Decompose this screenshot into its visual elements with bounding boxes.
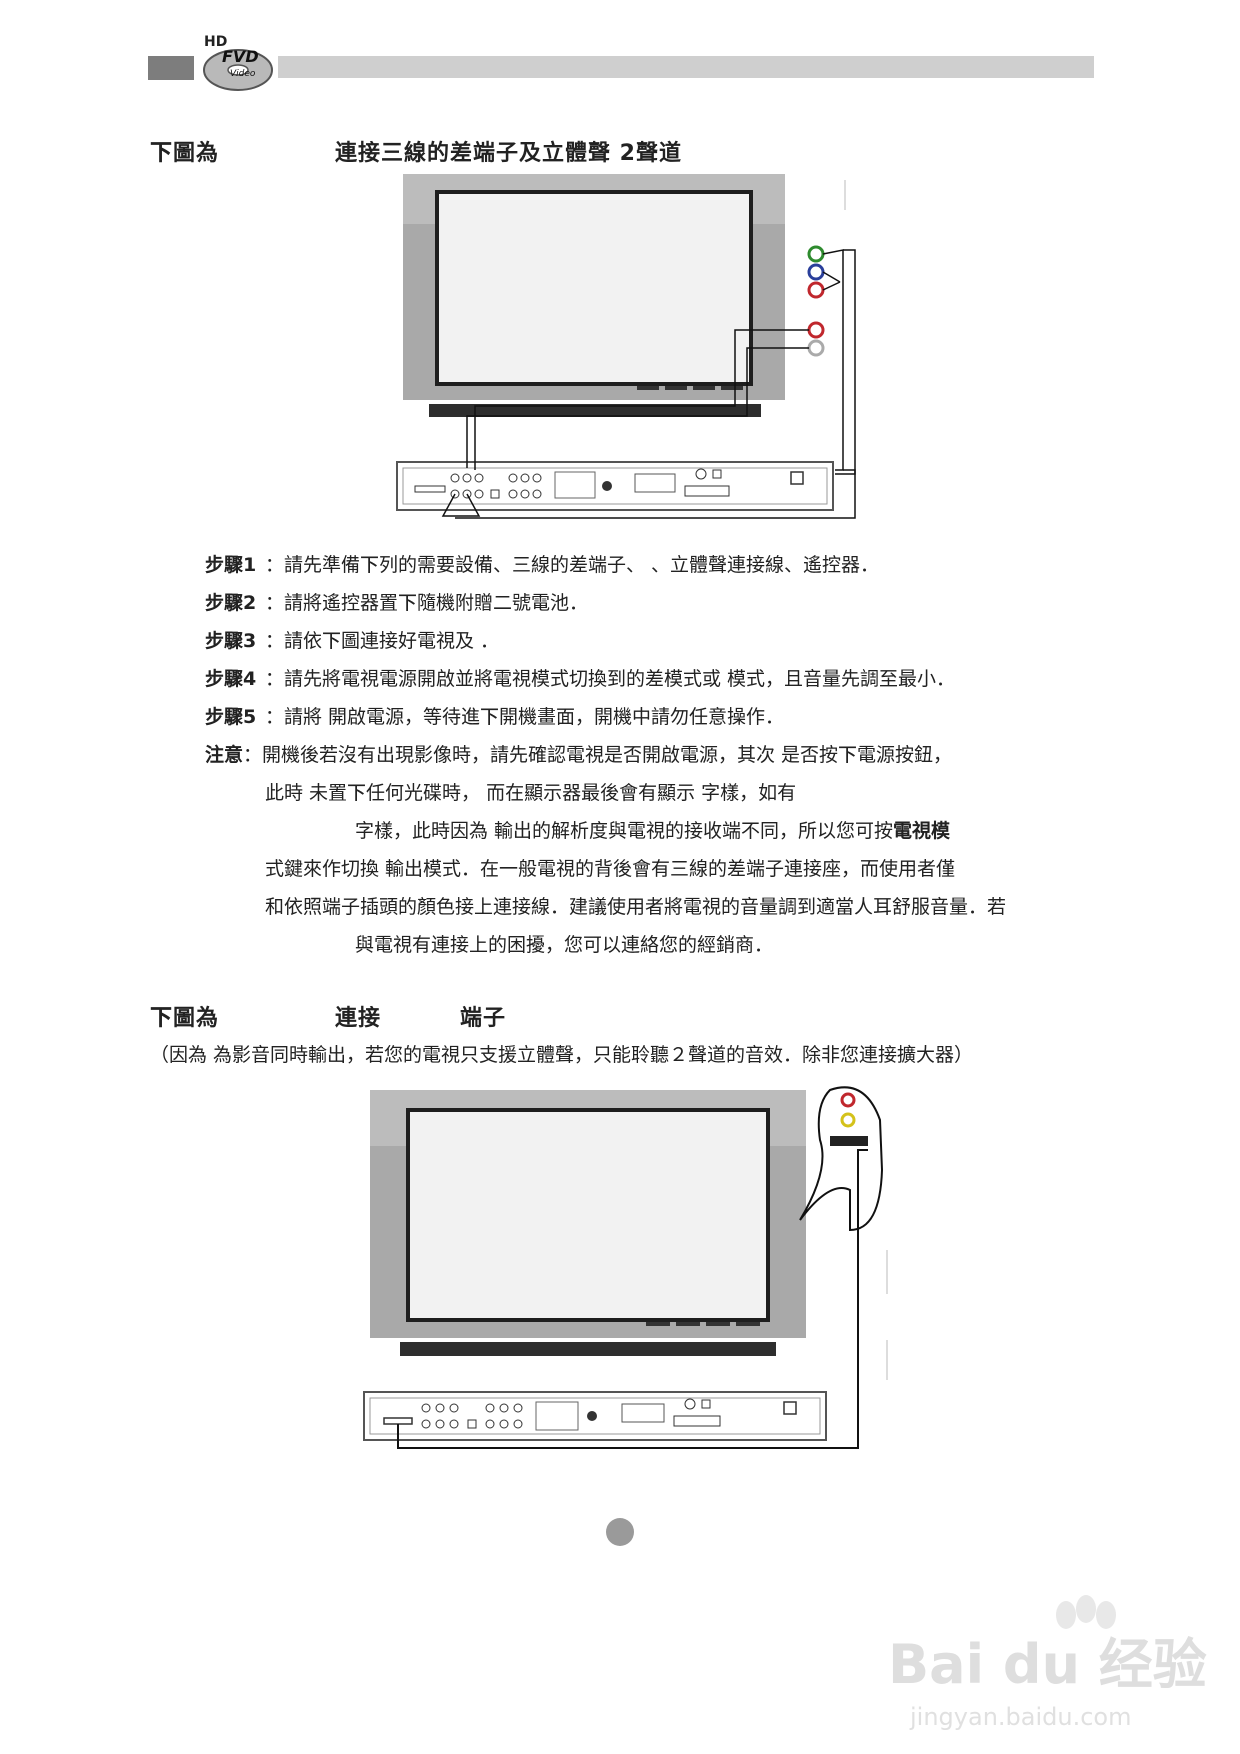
tv-jack-blue — [807, 263, 825, 281]
note-line-6: 與電視有連接上的困擾，您可以連絡您的經銷商． — [355, 934, 774, 956]
steps-list: 步驟1 ：請先準備㆘列的需要設備、三線的差端子、 、立體聲連接線、遙控器． 步驟2… — [205, 546, 1105, 736]
step-5: 步驟5 ：請將 開啟電源，等待進㆘開機畫面，開機中請勿任意操作． — [205, 698, 1105, 736]
note-line-2: 此時 未置㆘任何光碟時， 而在顯示器最後會有顯示 字樣，如有 — [265, 782, 797, 804]
diagram-component-connection — [396, 174, 856, 519]
step-label: 步驟2 — [205, 592, 257, 614]
note-line-1: ：開機後若沒有出現影像時，請先確認電視是否開啟電源，其次 是否按㆘電源按鈕， — [243, 744, 953, 766]
tv-jack-audio-red — [807, 321, 825, 339]
step-label: 步驟3 — [205, 630, 257, 652]
section2-paren-note: （因為 為影音同時輸出，若您的電視只支援立體聲，只能聆聽２聲道的音效．除非您連接… — [150, 1044, 974, 1066]
tv-stand — [400, 1342, 776, 1356]
logo-sub-text: Video — [230, 69, 256, 79]
page-number-dot — [606, 1518, 634, 1546]
logo-hd-text: HD — [204, 34, 228, 50]
step-4: 步驟4 ：請先將電視電源開啟並將電視模式切換到的差模式或 模式，且音量先調至最小． — [205, 660, 1105, 698]
hdmi-cable — [397, 1149, 868, 1449]
note-line-3: 字樣，此時因為 輸出的解析度與電視的接收端不同，所以您可按 — [355, 820, 894, 842]
step-text: ：請先將電視電源開啟並將電視模式切換到的差模式或 模式，且音量先調至最小． — [265, 668, 956, 690]
header-bar-light — [278, 56, 1094, 78]
section2-title-left: ㆘圖為 — [150, 1006, 220, 1031]
step-text: ：請依㆘圖連接好電視及 ． — [265, 630, 500, 652]
diagram-hdmi-connection — [363, 1086, 888, 1449]
tv-hdmi-port — [830, 1136, 868, 1146]
note-label: 注意 — [205, 744, 244, 766]
tv-jack-red — [807, 281, 825, 299]
tv-screen — [435, 190, 753, 386]
step-text: ：請將遙控器置㆘隨機附贈二號電池． — [265, 592, 589, 614]
tv-screen — [406, 1108, 770, 1322]
tv-jack-yellow — [840, 1112, 856, 1128]
step-label: 步驟5 — [205, 706, 257, 728]
note-line-4: 式鍵來作切換 輸出模式．在一般電視的背後會有三線的差端子連接座，而使用者僅 — [265, 858, 956, 880]
baidu-watermark: Bai du 经验 jingyan.baidu.com — [880, 1585, 1210, 1735]
step-2: 步驟2 ：請將遙控器置㆘隨機附贈二號電池． — [205, 584, 1105, 622]
step-3: 步驟3 ：請依㆘圖連接好電視及 ． — [205, 622, 1105, 660]
note-block: 注意：開機後若沒有出現影像時，請先確認電視是否開啟電源，其次 是否按㆘電源按鈕，… — [205, 736, 1105, 964]
section2-title-right: 端子 — [460, 1006, 507, 1031]
section1-title-right: 連接三線的差端子及立體聲 2聲道 — [335, 141, 682, 166]
logo-fvd-text: FVD — [222, 47, 259, 66]
header-bar-dark — [148, 56, 194, 80]
section2-title-mid: 連接 — [335, 1006, 382, 1031]
fvd-player — [396, 461, 834, 511]
step-label: 步驟4 — [205, 668, 257, 690]
watermark-brand: Bai du 经验 — [888, 1633, 1207, 1696]
note-bold-tail: 電視模 — [893, 820, 951, 842]
step-label: 步驟1 — [205, 554, 257, 576]
callout-bubble — [799, 1086, 884, 1232]
step-1: 步驟1 ：請先準備㆘列的需要設備、三線的差端子、 、立體聲連接線、遙控器． — [205, 546, 1105, 584]
paw-icon: Bai du 经验 jingyan.baidu.com — [888, 1595, 1207, 1731]
tv-jack-red — [840, 1092, 856, 1108]
step-text: ：請將 開啟電源，等待進㆘開機畫面，開機中請勿任意操作． — [265, 706, 785, 728]
fvd-logo: FVD Video — [203, 47, 273, 91]
tv-jack-green — [807, 245, 825, 263]
tv-stand — [429, 404, 761, 417]
watermark-url: jingyan.baidu.com — [909, 1703, 1131, 1731]
tv-jack-audio-white — [807, 339, 825, 357]
step-text: ：請先準備㆘列的需要設備、三線的差端子、 、立體聲連接線、遙控器． — [265, 554, 880, 576]
section1-title-left: ㆘圖為 — [150, 141, 220, 166]
note-line-5: 和依照端子插頭的顏色接上連接線．建議使用者將電視的音量調到適當人耳舒服音量．若 — [265, 896, 1007, 918]
